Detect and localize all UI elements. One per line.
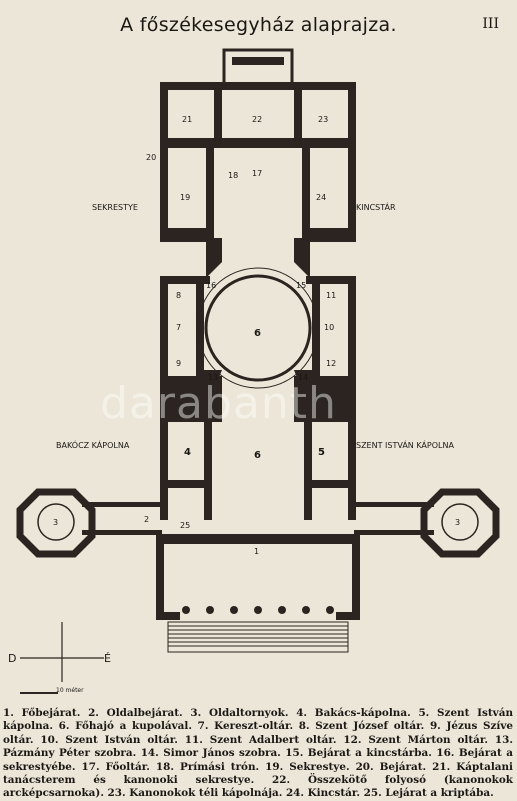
room-number: 11 bbox=[326, 291, 336, 300]
room-number: 17 bbox=[252, 169, 262, 178]
label-szent-istvan: SZENT ISTVÁN KÁPOLNA bbox=[356, 439, 454, 450]
room-number: 5 bbox=[318, 447, 325, 458]
label-sekrestye: SEKRESTYE bbox=[92, 203, 138, 212]
room-number: 2 bbox=[144, 515, 149, 524]
legend-text: 1. Főbejárat. 2. Oldalbejárat. 3. Oldalt… bbox=[3, 707, 513, 800]
room-number: 23 bbox=[318, 115, 328, 124]
room-number: 6 bbox=[254, 450, 261, 461]
label-bakocz: BAKÓCZ KÁPOLNA bbox=[56, 439, 130, 450]
room-number: 6 bbox=[254, 328, 261, 339]
room-number: 22 bbox=[252, 115, 262, 124]
room-number: 4 bbox=[184, 447, 191, 458]
room-number: 1 bbox=[254, 547, 259, 556]
room-number: 12 bbox=[326, 359, 336, 368]
room-number: 3 bbox=[455, 518, 460, 527]
room-number: 10 bbox=[324, 323, 334, 332]
room-number: 14 bbox=[298, 373, 308, 382]
room-number: 21 bbox=[182, 115, 192, 124]
room-number: 18 bbox=[228, 171, 238, 180]
page-number: III bbox=[482, 16, 499, 32]
compass-east-label: É bbox=[104, 652, 111, 665]
room-number: 9 bbox=[176, 359, 181, 368]
room-number: 8 bbox=[176, 291, 181, 300]
room-number: 25 bbox=[180, 521, 190, 530]
room-number: 16 bbox=[206, 281, 216, 290]
compass-icon bbox=[20, 622, 104, 682]
cathedral-floor-plan: D É 10 méter SEKRESTYE KINCSTÁR BAKÓCZ K… bbox=[8, 48, 500, 694]
room-number: 13 bbox=[208, 373, 218, 382]
room-number: 7 bbox=[176, 323, 181, 332]
page-title: A főszékesegyház alaprajza. bbox=[120, 14, 397, 36]
scale-label: 10 méter bbox=[56, 687, 84, 694]
label-kincstar: KINCSTÁR bbox=[356, 201, 396, 212]
room-number: 19 bbox=[180, 193, 190, 202]
compass-west-label: D bbox=[8, 652, 16, 665]
room-number: 3 bbox=[53, 518, 58, 527]
watermark: darabanth bbox=[100, 378, 337, 429]
room-number: 24 bbox=[316, 193, 326, 202]
room-number: 15 bbox=[296, 281, 306, 290]
room-number: 20 bbox=[146, 153, 156, 162]
